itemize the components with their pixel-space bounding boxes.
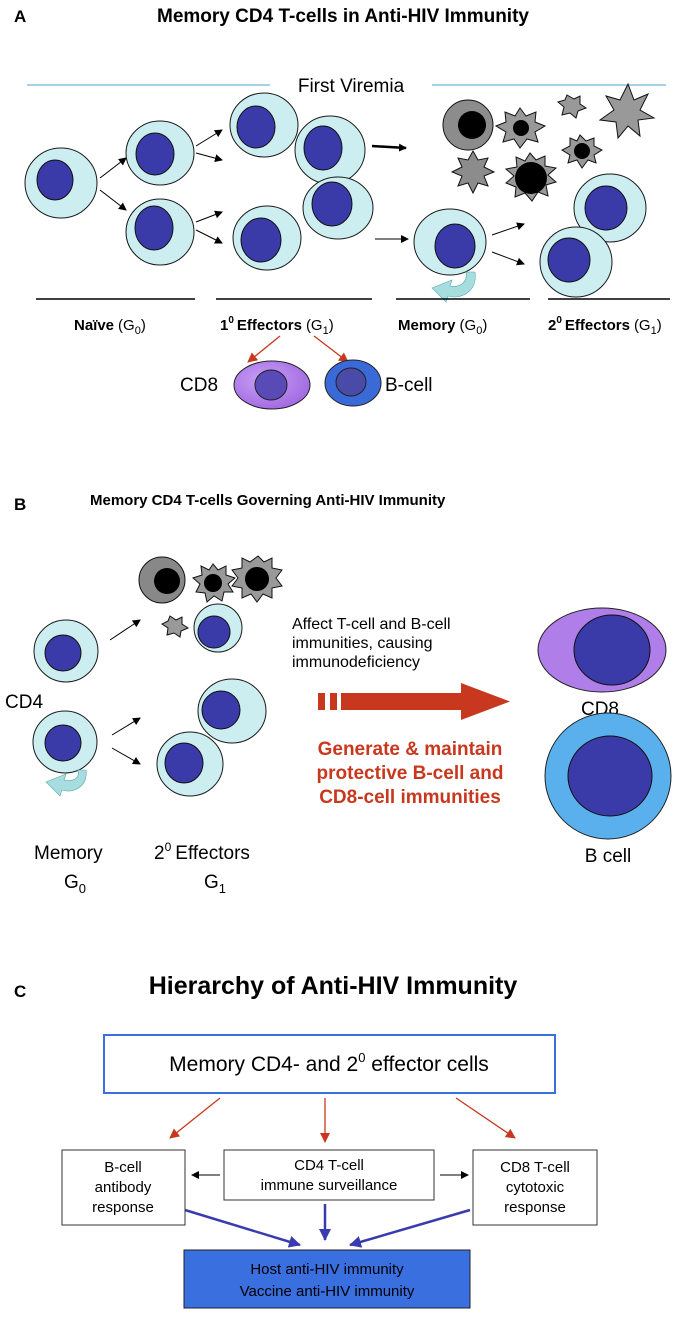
- top-box: [103, 1034, 556, 1094]
- death-arrow: [371, 143, 407, 152]
- arrow: [99, 189, 127, 211]
- cd8-cell-a: [233, 360, 311, 410]
- naive-cell: [24, 147, 98, 219]
- panel-b-letter: B: [14, 495, 26, 514]
- b-cell-b: [544, 712, 672, 840]
- memory-cell: [33, 619, 99, 683]
- effector-cell: [229, 92, 299, 158]
- dying-cell: [192, 563, 236, 603]
- panel-c-title: Hierarchy of Anti-HIV Immunity: [149, 972, 518, 1000]
- self-renewal-arrow: [431, 271, 476, 303]
- arrow: [491, 222, 525, 236]
- first-viremia-label: First Viremia: [298, 76, 405, 97]
- effector-cell: [193, 603, 243, 653]
- secondary-effector-cell: [156, 731, 224, 797]
- generate-text-line2: protective B-cell and: [317, 763, 504, 784]
- cd8-box-line1: CD8 T-cell: [500, 1159, 570, 1176]
- bottom-box: [183, 1249, 471, 1309]
- arrow: [195, 129, 223, 147]
- secondary-effectors-g-label: G1: [204, 872, 226, 896]
- big-red-arrow: [318, 683, 510, 720]
- top-box-text: Memory CD4- and 20 effector cells: [169, 1050, 489, 1076]
- help-arrow: [313, 335, 349, 363]
- affect-text-line2: immunities, causing: [292, 635, 433, 652]
- dying-cell: [231, 555, 283, 603]
- panel-a-title: Memory CD4 T-cells in Anti-HIV Immunity: [157, 6, 529, 27]
- generate-text-line3: CD8-cell immunities: [319, 787, 501, 808]
- converge-arrow: [349, 1208, 471, 1248]
- panel-a-letter: A: [14, 7, 26, 26]
- help-arrow: [169, 1097, 221, 1139]
- virus-particle: [598, 82, 656, 140]
- b-cell-a: [324, 359, 382, 407]
- cd4-box-line2: immune surveillance: [261, 1177, 398, 1194]
- converge-arrow: [184, 1208, 301, 1248]
- cd8-box: [472, 1149, 598, 1226]
- memory-cell: [413, 208, 487, 276]
- b-cell-box: [61, 1149, 186, 1226]
- arrow: [195, 152, 223, 163]
- stage-label-memory: Memory(G0): [398, 317, 487, 337]
- dying-cell: [504, 152, 558, 202]
- secondary-effector-cell: [197, 678, 267, 744]
- effector-cell: [294, 115, 366, 185]
- bcell-label-a: B-cell: [385, 375, 433, 396]
- arrow: [491, 251, 525, 266]
- cd8-cell-b: [537, 607, 667, 693]
- memory-label: Memory: [34, 843, 103, 864]
- bcell-label-b: B cell: [585, 846, 631, 867]
- bottom-box-line2: Vaccine anti-HIV immunity: [240, 1283, 415, 1300]
- bottom-box-line1: Host anti-HIV immunity: [250, 1261, 404, 1278]
- effector-cell: [302, 176, 374, 240]
- b-cell-box-line1: B-cell: [104, 1159, 142, 1176]
- affect-text-line3: immunodeficiency: [292, 654, 420, 671]
- memory-cell: [32, 710, 98, 774]
- b-cell-box-line2: antibody: [95, 1179, 152, 1196]
- dying-cell: [560, 134, 604, 169]
- panel-b-title: Memory CD4 T-cells Governing Anti-HIV Im…: [90, 492, 446, 509]
- affect-text-line1: Affect T-cell and B-cell: [292, 616, 451, 633]
- dead-cell: [138, 556, 186, 604]
- cd8-label-a: CD8: [180, 375, 218, 396]
- cd8-box-line3: response: [504, 1199, 566, 1216]
- memory-g-label: G0: [64, 872, 86, 896]
- virus-particle: [161, 615, 190, 638]
- secondary-effector-cell: [573, 173, 647, 243]
- effector-cell: [125, 198, 195, 266]
- secondary-effector-cell: [539, 226, 613, 298]
- stage-label-naive: Naïve(G0): [74, 317, 146, 337]
- cd4-box: [223, 1149, 435, 1201]
- cd4-label: CD4: [5, 692, 43, 713]
- generate-text-line1: Generate & maintain: [318, 739, 503, 760]
- self-renewal-arrow: [45, 769, 87, 797]
- virus-particle: [556, 94, 588, 119]
- arrow: [195, 229, 223, 244]
- b-cell-box-line3: response: [92, 1199, 154, 1216]
- help-arrow: [247, 335, 281, 363]
- dying-cell: [450, 149, 496, 195]
- arrow: [195, 210, 223, 223]
- dead-cell: [442, 99, 494, 151]
- panel-c-letter: C: [14, 982, 26, 1001]
- cd4-box-line1: CD4 T-cell: [294, 1157, 364, 1174]
- arrow: [111, 717, 141, 736]
- arrow: [99, 157, 127, 179]
- arrow: [111, 747, 141, 765]
- dying-cell: [494, 107, 547, 149]
- cd8-box-line2: cytotoxic: [506, 1179, 565, 1196]
- effector-cell: [232, 205, 302, 271]
- help-arrow: [455, 1097, 516, 1139]
- arrow: [109, 619, 141, 641]
- effector-cell: [125, 120, 195, 186]
